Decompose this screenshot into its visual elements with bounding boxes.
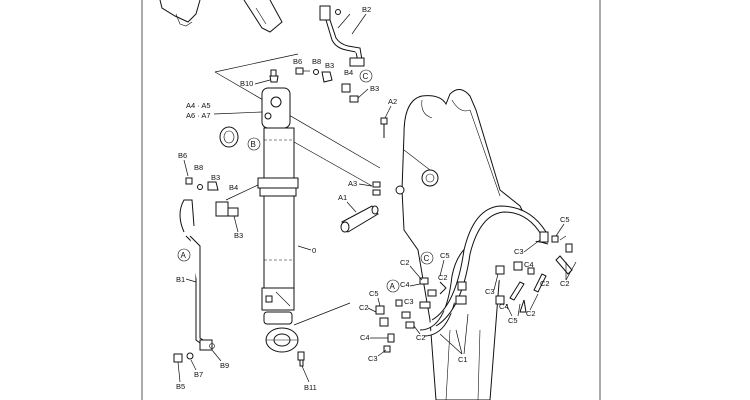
washer-b7 (186, 352, 194, 360)
label-b2: B2 (362, 5, 371, 14)
label-a2: A2 (388, 97, 397, 106)
label-c4-r2: C4 (499, 302, 509, 311)
clamp-b4-top (341, 83, 351, 93)
label-c1: C1 (458, 355, 468, 364)
label-b9: B9 (220, 361, 229, 370)
label-c4-m1: C4 (400, 280, 410, 289)
nut-a3 (372, 181, 381, 188)
label-c2-l1: C2 (359, 303, 369, 312)
label-b8-left: B8 (194, 163, 203, 172)
label-c5-r1: C5 (560, 215, 570, 224)
label-b10: B10 (240, 79, 253, 88)
label-b11: B11 (304, 383, 317, 392)
fittings-right-cluster (495, 231, 573, 313)
fittings-middle-cluster (419, 277, 467, 309)
clamp-b3-left (207, 181, 219, 191)
label-c4-l1: C4 (360, 333, 370, 342)
label-b6-left: B6 (178, 151, 187, 160)
label-c3-l2: C3 (368, 354, 378, 363)
label-c2-m1: C2 (400, 258, 410, 267)
svg-text:C: C (424, 254, 430, 263)
callout-b-mid: B (247, 137, 261, 151)
svg-text:A: A (181, 251, 187, 260)
clamp-b3-left2 (227, 207, 239, 217)
label-b7: B7 (194, 370, 203, 379)
label-c2-r2: C2 (526, 309, 536, 318)
pin-a1 (340, 205, 379, 233)
label-b1: B1 (176, 275, 185, 284)
svg-text:B: B (251, 140, 256, 149)
bolt-b6-top (295, 67, 310, 75)
label-c3-r1: C3 (514, 247, 524, 256)
label-b4-top: B4 (344, 68, 353, 77)
fittings-lower-cluster (375, 299, 415, 353)
grease-nipple-b11 (297, 351, 305, 367)
washer-b8-top (313, 69, 319, 75)
bucket-tooth-fragment (159, 0, 201, 27)
label-c5-r2: C5 (508, 316, 518, 325)
label-b5: B5 (176, 382, 185, 391)
label-c2-l2: C2 (416, 333, 426, 342)
bolt-b5 (173, 353, 183, 363)
label-b4-left: B4 (229, 183, 238, 192)
label-c2-m2: C2 (438, 273, 448, 282)
link-fragment (243, 0, 283, 33)
grease-nipple-b10 (269, 69, 279, 83)
label-a3: A3 (348, 179, 357, 188)
label-c4-r1: C4 (524, 260, 534, 269)
label-c5-m1: C5 (440, 251, 450, 260)
label-b3-top: B3 (325, 61, 334, 70)
pipe-b1 (179, 199, 213, 351)
label-b3-left: B3 (211, 173, 220, 182)
label-b6-top: B6 (293, 57, 302, 66)
callout-c-mid: C (420, 251, 434, 265)
label-b3-left2: B3 (234, 231, 243, 240)
callout-a-left: A (177, 248, 191, 262)
label-c2-r1: C2 (560, 279, 570, 288)
callout-c-top: C (359, 69, 373, 83)
label-a6-a7: A6 · A7 (186, 111, 211, 120)
label-c3-l1: C3 (404, 297, 414, 306)
bolt-b6-left (185, 177, 193, 185)
washer-b8-left (197, 184, 203, 190)
clamp-b3-top (321, 71, 333, 83)
clamp-b4-left (215, 201, 229, 217)
callout-a-low: A (386, 279, 400, 293)
label-c2-r3: C2 (540, 279, 550, 288)
label-c5-l1: C5 (369, 289, 379, 298)
label-a4-a5: A4 · A5 (186, 101, 211, 110)
clamp-b3-top2 (349, 95, 359, 103)
label-b3-top2: B3 (370, 84, 379, 93)
hydraulic-cylinder (257, 87, 299, 353)
shim-ring-a4-a7 (219, 126, 239, 148)
pipe-b2 (319, 5, 365, 67)
label-a1: A1 (338, 193, 347, 202)
label-zero: 0 (312, 246, 316, 255)
svg-text:A: A (390, 282, 396, 291)
label-c3-r2: C3 (485, 287, 495, 296)
svg-text:C: C (363, 72, 369, 81)
bolt-a2 (380, 117, 388, 138)
label-b8-top: B8 (312, 57, 321, 66)
